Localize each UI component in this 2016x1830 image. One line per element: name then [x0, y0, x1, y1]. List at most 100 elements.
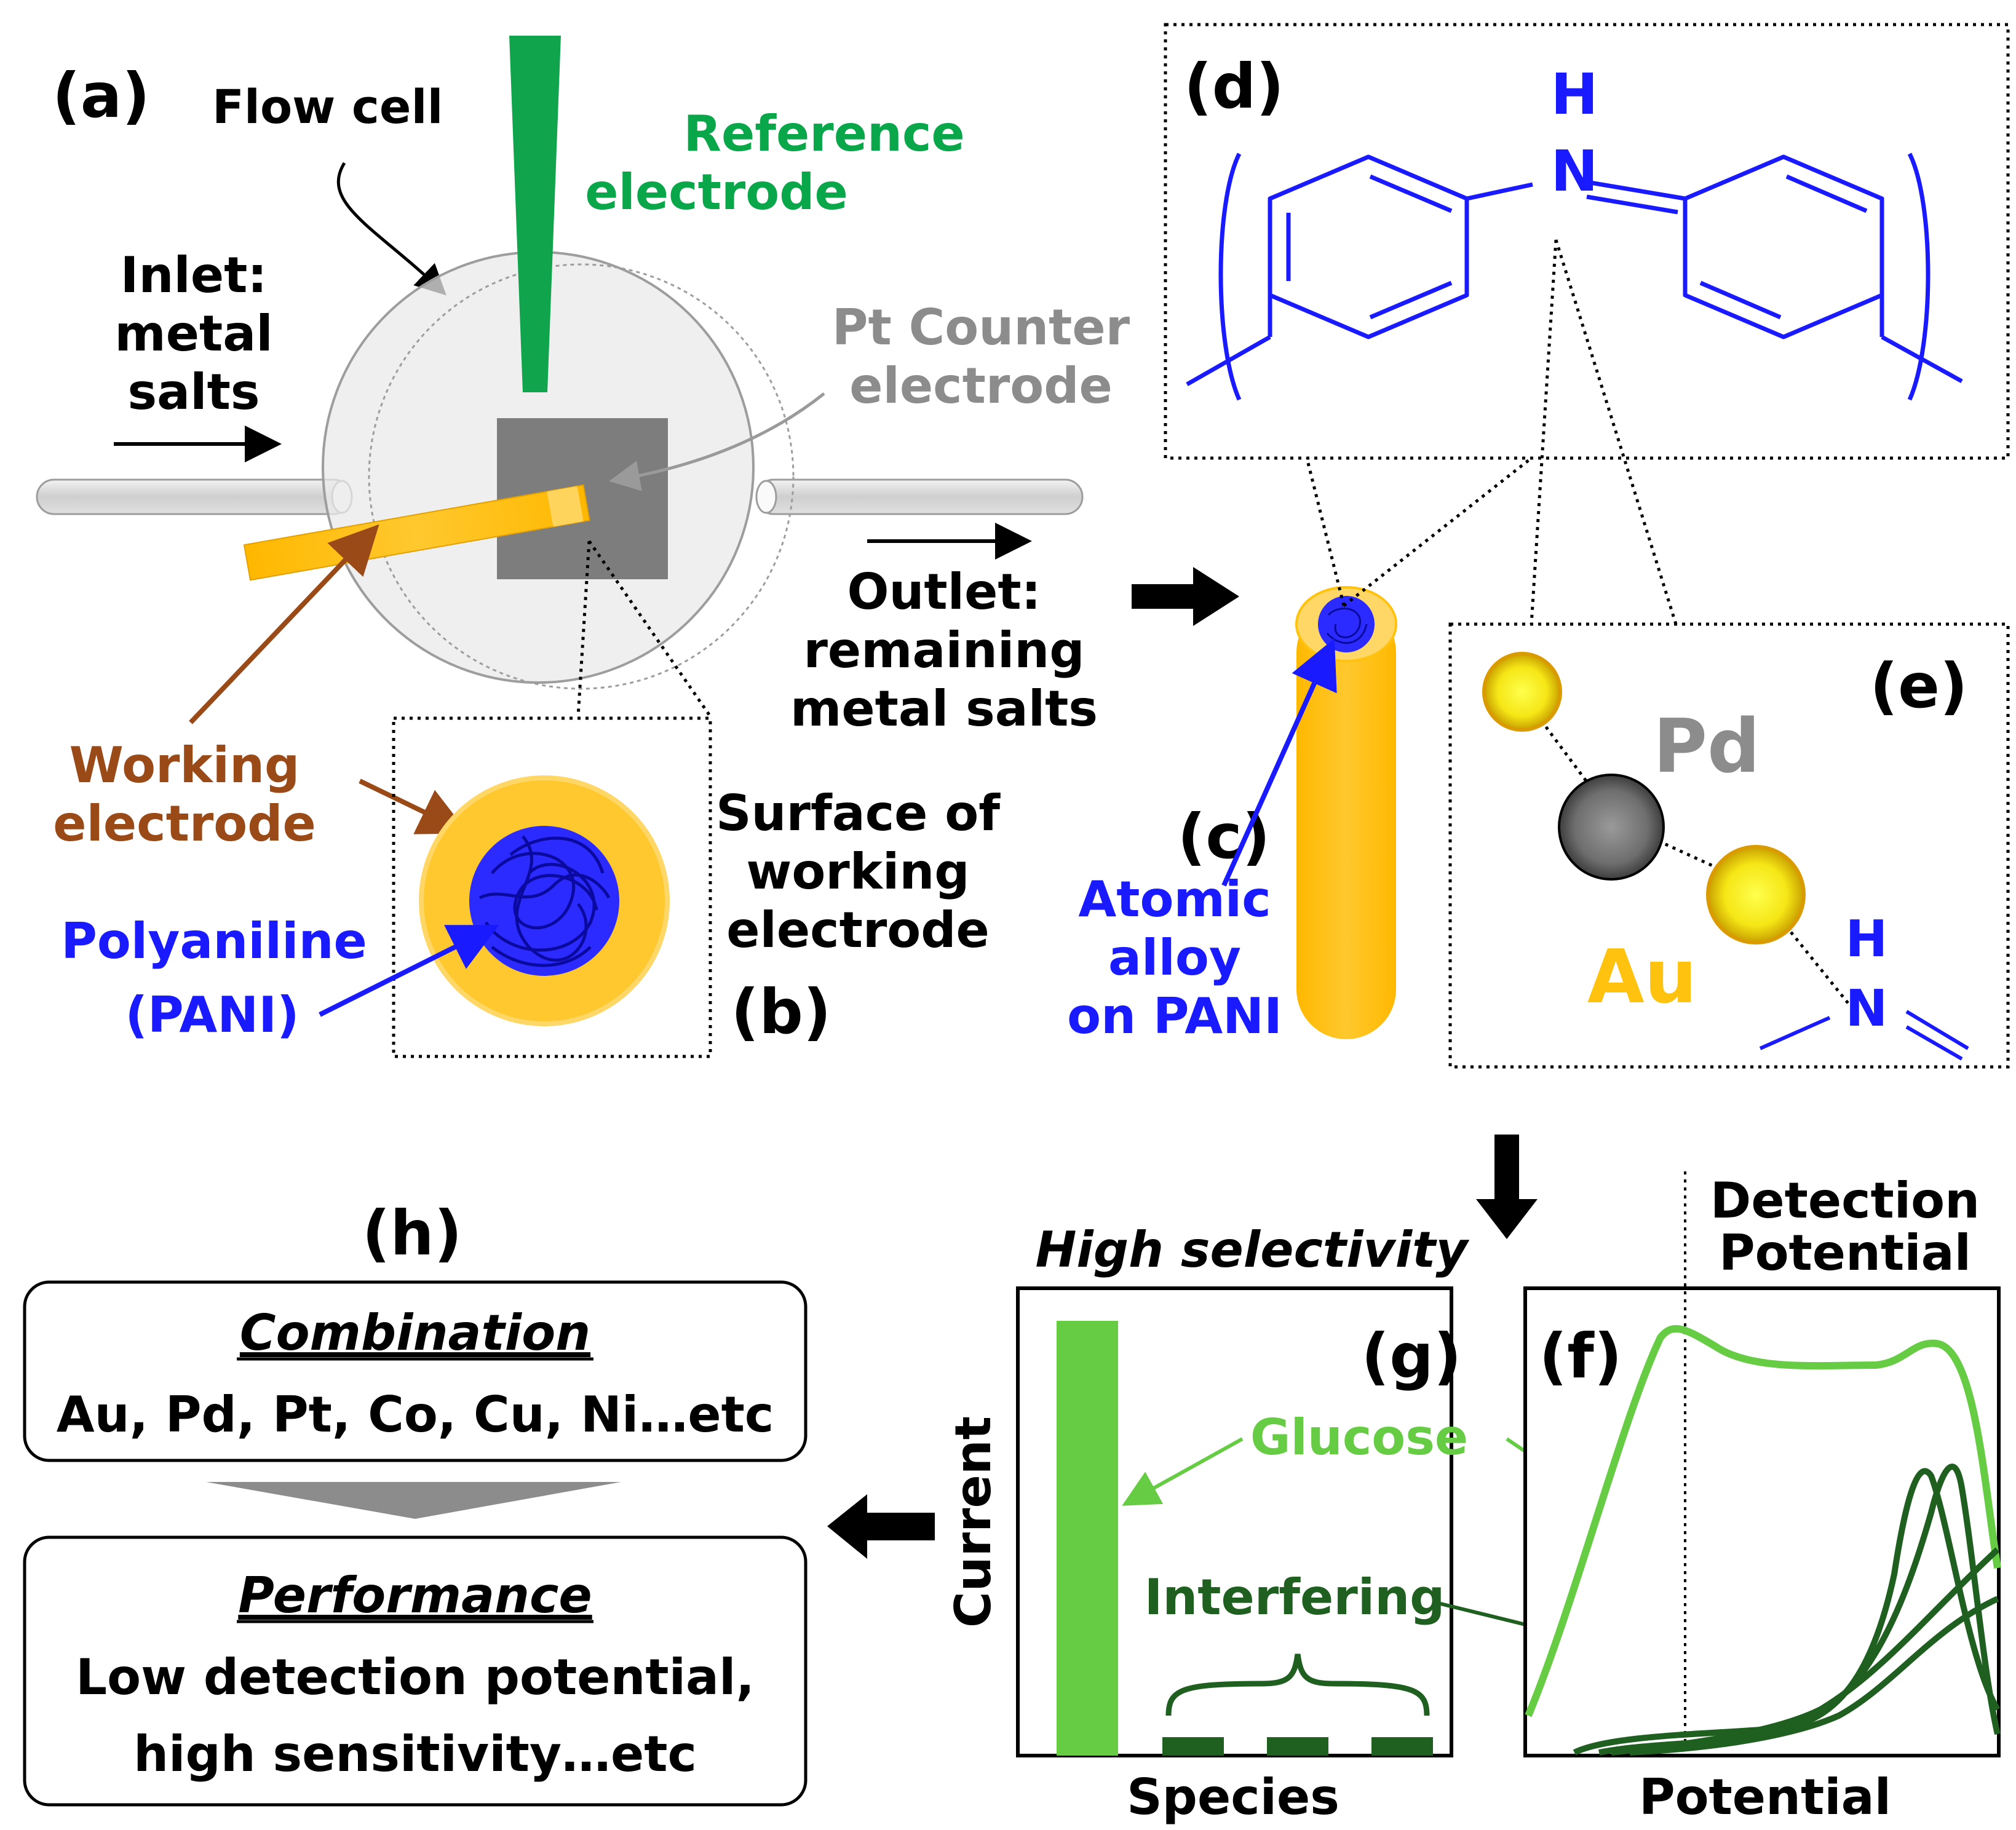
- pd-label: Pd: [1653, 704, 1760, 790]
- quinoid-ring-right: [1683, 154, 1884, 339]
- pani-label-2: (PANI): [125, 986, 299, 1044]
- inlet-label-1: Inlet:: [121, 247, 268, 304]
- zoom-line-b-2: [587, 540, 712, 718]
- glucose-arrow-bar: [1122, 1437, 1244, 1506]
- reference-label-2: electrode: [585, 164, 848, 221]
- reference-label-1: Reference: [683, 105, 964, 162]
- surface-label-2: working: [746, 843, 969, 900]
- y-axis-label: Current: [945, 1416, 1002, 1628]
- bond-n-ring-right-2: [1586, 194, 1678, 215]
- zoom-line-e-1: [1530, 239, 1558, 625]
- electrode-tip-panel: (c) Atomic alloy on PANI: [1067, 457, 1533, 1045]
- glucose-curve: [1525, 1325, 2001, 1717]
- surface-panel: Polyaniline (PANI) Surface of working el…: [61, 716, 1001, 1058]
- flow-cell-panel: (a) Flow cell Reference electrode Inlet:…: [36, 36, 1130, 852]
- panel-label-b: (b): [731, 976, 831, 1048]
- interfering-curve-4: [1629, 1596, 1999, 1756]
- arrow-down-to-plots: [1476, 1135, 1538, 1239]
- n-bonds-alloy: [1759, 1010, 1969, 1061]
- flow-cell-inner-ring: [368, 263, 795, 690]
- combination-title: Combination: [240, 1304, 590, 1361]
- interfering-brace: [1165, 1654, 1430, 1716]
- performance-line-2: high sensitivity…etc: [133, 1725, 697, 1783]
- pani-label-1: Polyaniline: [61, 913, 367, 970]
- inlet-tube: [36, 478, 352, 515]
- panel-label-h: (h): [362, 1197, 462, 1269]
- au-atom-top: [1482, 652, 1562, 732]
- zoom-line-d-1: [1305, 457, 1346, 606]
- flow-cell-label: Flow cell: [212, 79, 443, 134]
- alloy-inset-frame: [1448, 622, 2010, 1069]
- benzene-ring-left: [1268, 154, 1469, 339]
- performance-line-1: Low detection potential,: [76, 1649, 755, 1706]
- pani-arrow: [319, 925, 499, 1017]
- selectivity-chart: High selectivity (g) Interfering Glucose…: [945, 1221, 1795, 1826]
- panel-label-g: (g): [1362, 1320, 1462, 1392]
- x-axis-label-f: Potential: [1639, 1769, 1891, 1826]
- performance-box: [23, 1535, 808, 1807]
- ring-right-double-2: [1699, 280, 1782, 320]
- arrow-to-electrode: [1132, 567, 1239, 626]
- au-atom-bottom: [1706, 845, 1806, 945]
- potential-chart: Detection Potential (f) Potential: [1523, 1171, 2001, 1826]
- bond-right-end: [1881, 335, 1963, 384]
- atomic-alloy-panel: (e) Pd Au H N: [1448, 622, 2010, 1069]
- panel-label-a: (a): [52, 60, 150, 132]
- alloy-label-2: alloy: [1108, 929, 1241, 986]
- pani-fibers: [478, 835, 611, 967]
- detection-label-2: Potential: [1719, 1224, 1971, 1281]
- atom-n-main: N: [1551, 138, 1598, 204]
- electrode-rod-vertical: [1296, 603, 1396, 1039]
- pani-film: [469, 826, 619, 976]
- zoom-line-d-2: [1343, 457, 1533, 607]
- interfering-curves: [1573, 1464, 2001, 1756]
- counter-label-1: Pt Counter: [832, 299, 1130, 356]
- alloy-arrow: [1221, 638, 1337, 887]
- surface-label-1: Surface of: [716, 785, 1001, 842]
- atom-h-main: H: [1551, 61, 1598, 127]
- combination-text: Au, Pd, Pt, Co, Cu, Ni…etc: [57, 1386, 774, 1443]
- interfering-curve-1: [1573, 1468, 2001, 1756]
- zoom-line-e-2: [1554, 239, 1678, 625]
- outlet-tube: [755, 478, 1084, 515]
- bracket-right: [1907, 152, 1931, 401]
- counter-label-2: electrode: [849, 357, 1113, 414]
- alloy-fibers: [1326, 608, 1368, 644]
- ring-left-double-3: [1369, 280, 1453, 320]
- outlet-label-3: metal salts: [790, 680, 1098, 737]
- reference-electrode: [509, 36, 561, 392]
- au-label: Au: [1587, 935, 1697, 1020]
- selectivity-title: High selectivity: [1035, 1221, 1469, 1278]
- pd-atom: [1558, 774, 1665, 881]
- bond-n-ring-right-1: [1586, 180, 1686, 201]
- pani-structure-panel: (d) H N: [1164, 23, 2010, 625]
- x-axis-label-g: Species: [1127, 1769, 1339, 1826]
- working-label-1: Working: [69, 737, 300, 794]
- working-label-2: electrode: [53, 795, 316, 852]
- glucose-label: Glucose: [1250, 1409, 1468, 1466]
- panel-label-d: (d): [1184, 50, 1284, 122]
- working-arrow-up: [189, 524, 379, 724]
- atom-n-alloy: N: [1846, 980, 1888, 1038]
- interfering-curve-3: [1611, 1547, 2000, 1756]
- inlet-label-2: metal: [114, 305, 272, 362]
- bond-left-end: [1186, 335, 1271, 387]
- outlet-label-2: remaining: [803, 622, 1084, 679]
- performance-title: Performance: [238, 1567, 592, 1624]
- ring-left-double-2: [1369, 174, 1453, 213]
- panel-label-e: (e): [1870, 650, 1967, 722]
- counter-arrow: [609, 392, 825, 491]
- inlet-label-3: salts: [128, 363, 260, 421]
- outlet-tube-end: [755, 480, 777, 514]
- detection-label-1: Detection: [1710, 1172, 1980, 1229]
- outlet-label-1: Outlet:: [847, 563, 1041, 620]
- bond-ring-left-n: [1466, 182, 1533, 201]
- bar-interfering-3: [1371, 1737, 1433, 1756]
- summary-arrow: [206, 1482, 621, 1519]
- panel-label-f: (f): [1539, 1320, 1622, 1392]
- pani-repeat-unit: [1186, 152, 1963, 401]
- structure-inset-frame: [1164, 23, 2010, 460]
- atom-h-alloy: H: [1846, 910, 1888, 968]
- bracket-left: [1218, 152, 1242, 401]
